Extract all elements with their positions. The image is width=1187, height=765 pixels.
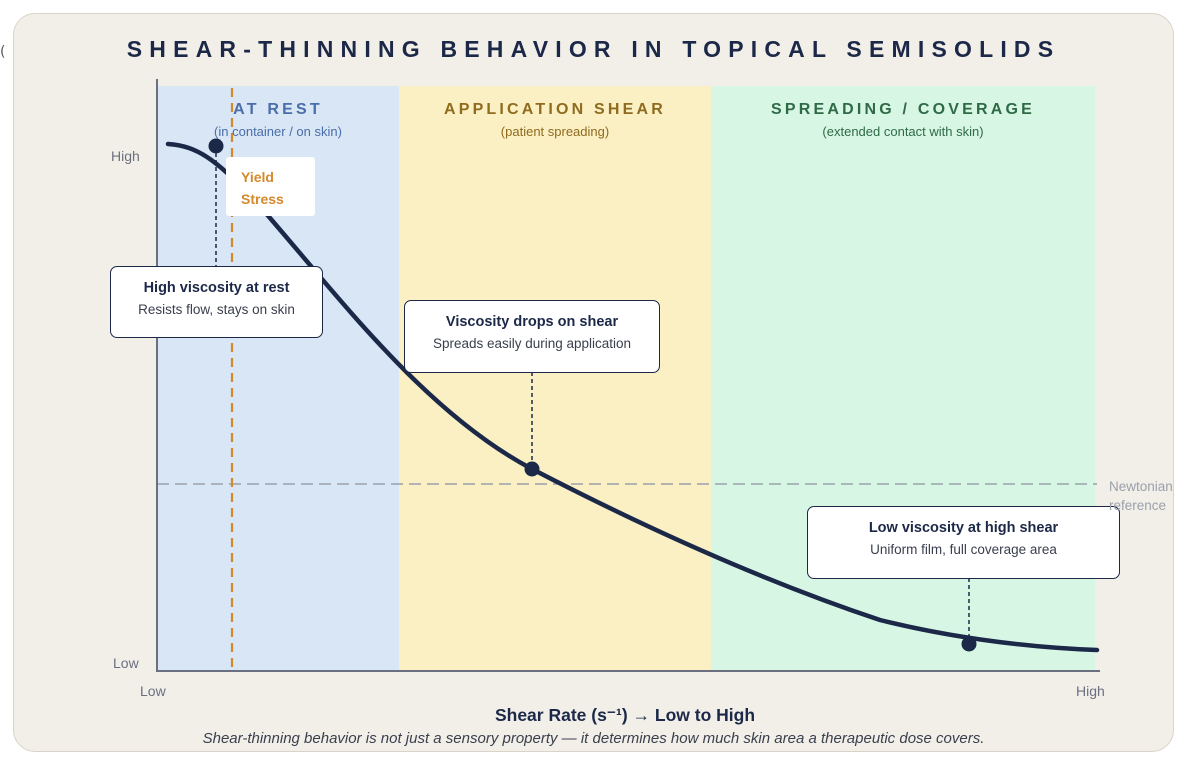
rest-marker-dot	[208, 138, 224, 154]
diagram-title: SHEAR-THINNING BEHAVIOR IN TOPICAL SEMIS…	[126, 36, 1061, 62]
zone-application-shear-title: APPLICATION SHEAR	[443, 101, 667, 118]
shear-annotation: Viscosity drops on shear Spreads easily …	[404, 300, 660, 373]
yield-stress-label-line2: Stress	[241, 191, 284, 207]
x-axis-high-label: High	[1076, 683, 1105, 699]
zone-at-rest-title: AT REST	[233, 101, 323, 118]
yield-stress-label-line1: Yield	[241, 169, 274, 185]
y-axis-low-label: Low	[113, 655, 139, 671]
shear-annotation-title: Viscosity drops on shear	[445, 314, 619, 330]
zone-spreading-title: SPREADING / COVERAGE	[770, 101, 1036, 118]
stray-mark: (	[0, 44, 6, 60]
shear-marker-dot	[524, 461, 540, 477]
x-axis-title: Shear Rate (s⁻¹) → Low to High	[494, 705, 756, 725]
rest-annotation: High viscosity at rest Resists flow, sta…	[110, 266, 323, 338]
newtonian-label-line1: Newtonian	[1109, 479, 1173, 494]
x-axis-low-label: Low	[140, 683, 166, 699]
rest-annotation-title: High viscosity at rest	[143, 280, 290, 296]
shear-annotation-text: Spreads easily during application	[432, 336, 632, 351]
yield-stress-label: Yield Stress	[226, 157, 315, 216]
y-axis-high-label: High	[111, 148, 140, 164]
high-shear-annotation: Low viscosity at high shear Uniform film…	[807, 506, 1120, 579]
high-shear-annotation-title: Low viscosity at high shear	[868, 520, 1059, 536]
rest-annotation-text: Resists flow, stays on skin	[138, 302, 295, 317]
zone-spreading-subtitle: (extended contact with skin)	[822, 124, 984, 139]
caption: Shear-thinning behavior is not just a se…	[202, 730, 985, 747]
high-shear-annotation-text: Uniform film, full coverage area	[870, 542, 1057, 557]
zone-at-rest-subtitle: (in container / on skin)	[214, 124, 342, 139]
newtonian-reference-label: Newtonian reference	[1109, 477, 1173, 515]
newtonian-label-line2: reference	[1109, 498, 1167, 513]
high-shear-marker-dot	[961, 636, 977, 652]
zone-spreading-background	[711, 86, 1095, 671]
zone-application-shear-subtitle: (patient spreading)	[500, 124, 610, 139]
zone-application-shear-background	[399, 86, 711, 671]
